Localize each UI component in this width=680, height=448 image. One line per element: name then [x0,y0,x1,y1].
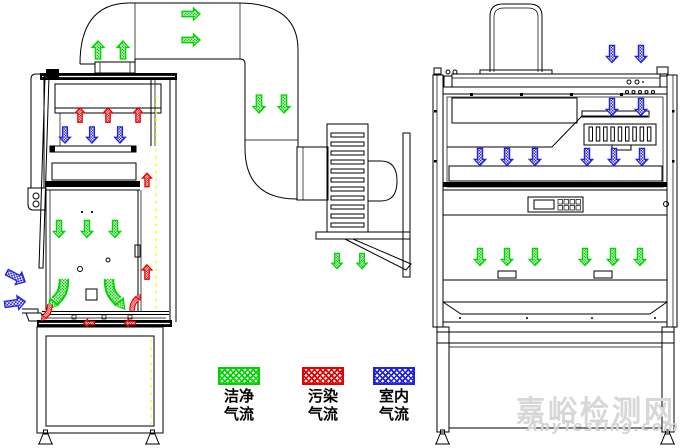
room-airflow-arrow [633,44,649,64]
display [533,199,555,210]
room-airflow-arrow [634,147,650,167]
contaminated-airflow-arrow [141,172,153,188]
supply-filter [51,162,137,181]
room-airflow-arrow [579,147,595,167]
contaminated-airflow-arrow [82,317,96,329]
clean-airflow-arrow [632,247,648,267]
fume-hood-side-view [22,69,177,445]
watermark-brand: 嘉峪检测网 [516,394,677,428]
room-airflow-arrow [3,294,27,311]
clean-airflow-arrow [276,94,292,114]
watermark-domain: AnyTesting.com [527,419,680,435]
wall-bracket [402,132,411,278]
room-airflow-arrow [604,97,620,117]
contaminated-airflow-arrow [73,106,87,123]
clean-airflow-arrow [472,247,488,267]
clean-airflow-arrow [79,219,95,239]
support-stand [36,326,164,445]
room-airflow-arrow [527,147,543,167]
contaminated-airflow-arrow [101,106,115,123]
clean-airflow-arrow [605,247,621,267]
contaminated-airflow-arrow [123,317,137,329]
clean-airflow-arrow [90,40,106,60]
clean-airflow-arrow [330,252,344,270]
exhaust-blower-unit [315,123,412,278]
room-airflow-arrow [633,97,649,117]
clean-airflow-arrow [181,6,201,22]
clean-airflow-arrow [103,278,126,311]
contaminated-airflow-arrow [40,304,53,322]
cabinet-stand [434,326,676,445]
exhaust-filter [451,97,578,124]
clean-airflow-arrow [251,94,267,114]
room-airflow-arrow [499,147,515,167]
room-airflow-arrow [606,147,622,167]
hepa-filter [54,83,162,109]
airflow-arrow-layer [3,6,650,329]
clean-airflow-arrow [499,247,515,267]
clean-airflow-arrow [115,40,131,60]
fan-housing [368,160,398,202]
control-panel [527,196,584,213]
room-airflow-arrow [604,44,620,64]
contaminated-airflow-arrow [140,263,154,280]
room-airflow-arrow [85,126,99,145]
room-airflow-arrow [58,126,72,145]
room-airflow-arrow [472,147,488,167]
contaminated-airflow-arrow [131,106,145,123]
downflow-filter [448,165,663,182]
clean-airflow-arrow [107,219,123,239]
clean-airflow-arrow [51,219,67,239]
clean-airflow-arrow [577,247,593,267]
handle [134,244,141,258]
room-airflow-arrow [4,268,26,286]
exhaust-dome [479,3,553,75]
front-sash [27,73,51,310]
diagonal-brace [344,238,412,271]
clean-airflow-arrow [527,247,543,267]
clean-airflow-arrow [355,252,369,270]
contaminated-airflow-arrow [129,293,142,311]
room-airflow-arrow [113,126,127,145]
clean-airflow-arrow [181,32,201,48]
shelf [315,231,411,240]
exhaust-duct [79,2,329,201]
biosafety-cabinet-front-view [432,3,678,445]
